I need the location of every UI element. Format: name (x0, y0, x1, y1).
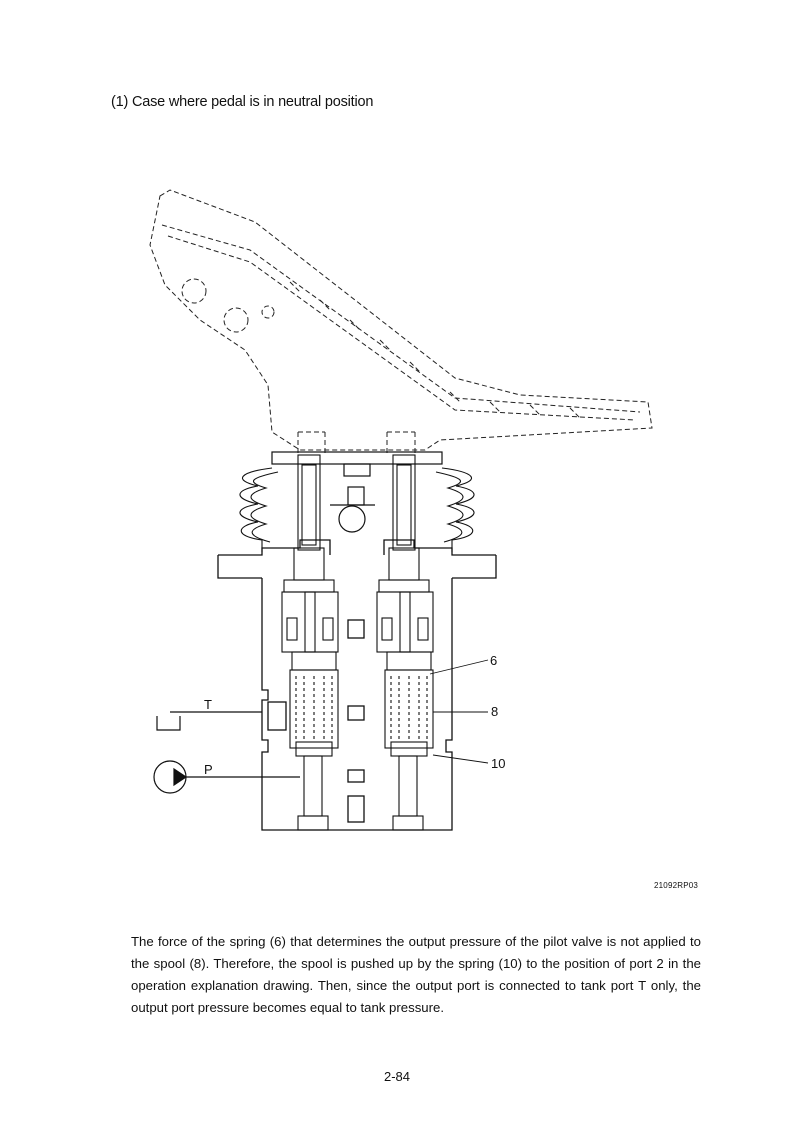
port-t-label: T (204, 697, 212, 712)
left-spool-assembly (281, 454, 339, 831)
valve-casing (217, 539, 497, 831)
section-heading: (1) Case where pedal is in neutral posit… (111, 94, 374, 110)
bellows (239, 467, 475, 552)
body-paragraph: The force of the spring (6) that determi… (131, 934, 701, 1015)
pedal-outline (149, 189, 653, 455)
tank-symbol (156, 711, 262, 731)
callout-10: 10 (491, 756, 505, 771)
page-number: 2-84 (383, 1069, 411, 1084)
callout-6: 6 (490, 653, 497, 668)
callout-8: 8 (491, 704, 498, 719)
right-spool-assembly (376, 454, 434, 831)
port-p-label: P (204, 762, 213, 777)
top-plate (271, 451, 443, 533)
leader-lines (429, 659, 489, 764)
pump-symbol (153, 760, 300, 794)
figure-id: 21092RP03 (654, 881, 699, 890)
